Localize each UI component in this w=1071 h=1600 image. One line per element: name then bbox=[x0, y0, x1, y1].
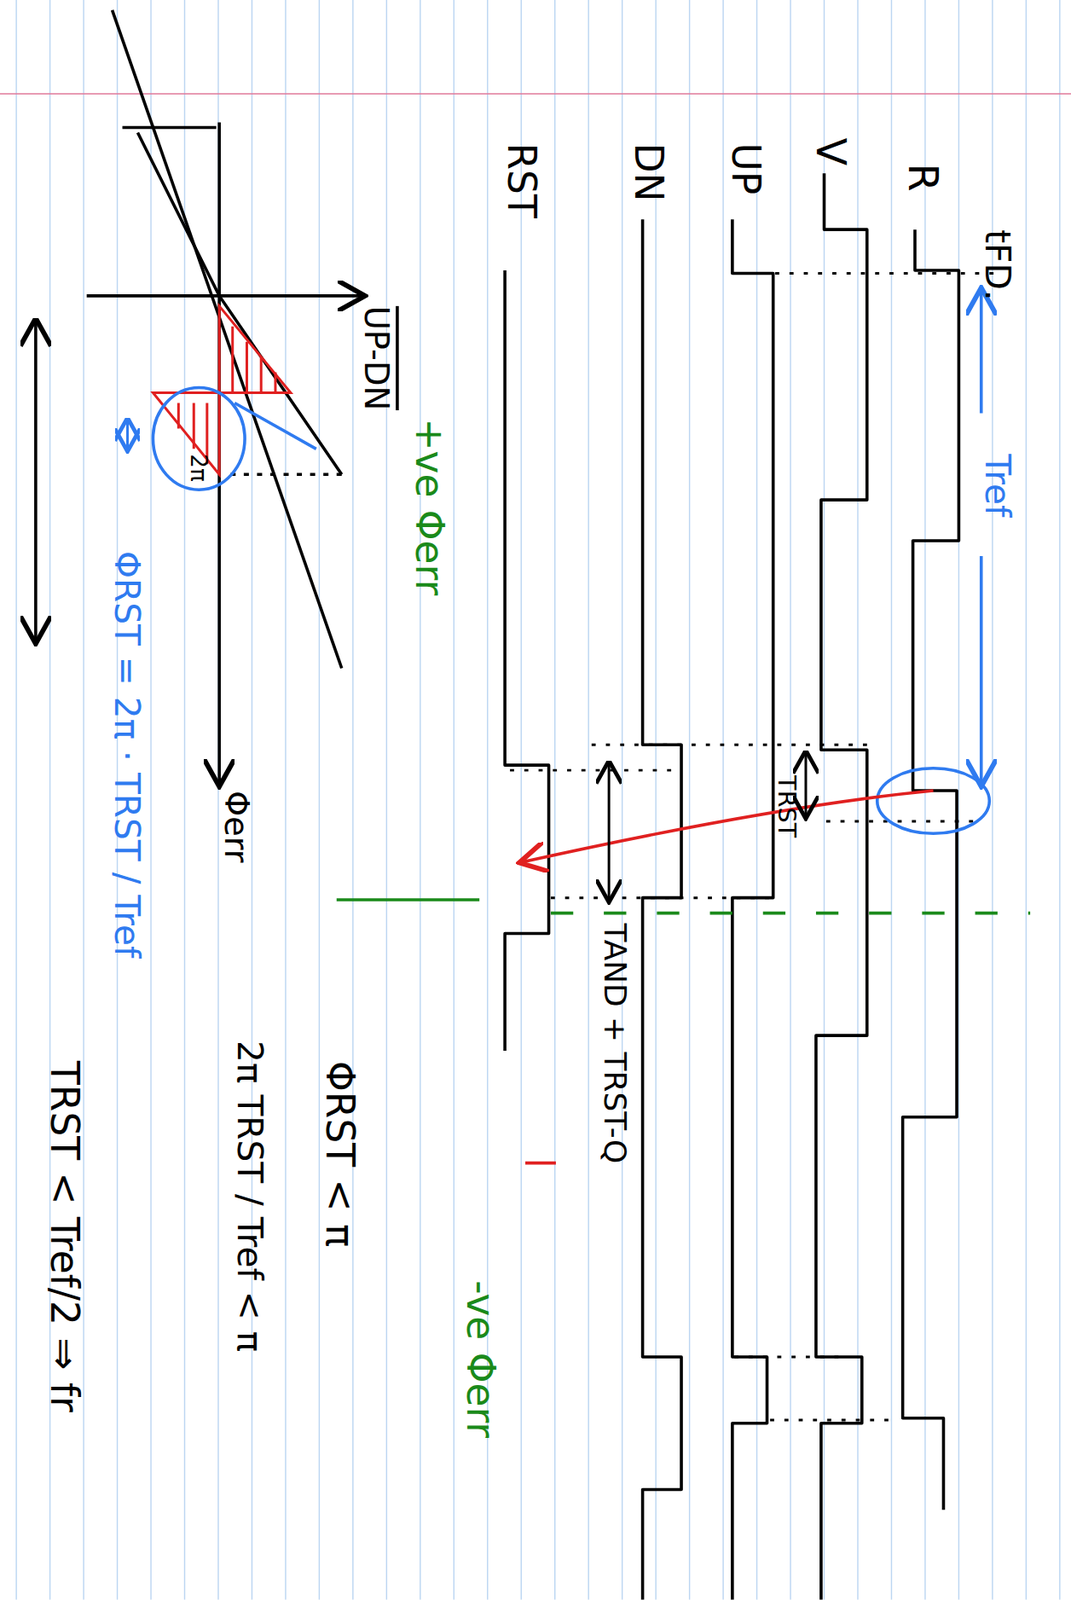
equation: TRST < Tref/2 ⇒ fr bbox=[45, 1060, 84, 1413]
signal-name: DN bbox=[629, 142, 668, 202]
period-label: Tref bbox=[980, 453, 1016, 517]
delay-label: TAND + TRST-Q bbox=[599, 923, 631, 1164]
axis-label: Φerr bbox=[219, 790, 253, 863]
delay-label: TRST bbox=[774, 775, 799, 838]
signal-name: UP bbox=[726, 142, 765, 195]
phase-note: -ve Φerr bbox=[461, 1279, 500, 1438]
time-mark: tFD. bbox=[980, 229, 1016, 302]
signal-name: RST bbox=[502, 142, 541, 218]
equation: ΦRST < π bbox=[320, 1060, 359, 1247]
equation: 2π TRST / Tref < π bbox=[232, 1040, 268, 1352]
equation: ΦRST = 2π · TRST / Tref bbox=[109, 550, 145, 958]
signal-name: V bbox=[810, 137, 852, 166]
phase-note: +ve Φerr bbox=[410, 417, 449, 596]
axis-label: UP-DN bbox=[359, 306, 393, 411]
signal-name: R bbox=[903, 162, 944, 192]
tick-label: 2π bbox=[186, 453, 209, 482]
